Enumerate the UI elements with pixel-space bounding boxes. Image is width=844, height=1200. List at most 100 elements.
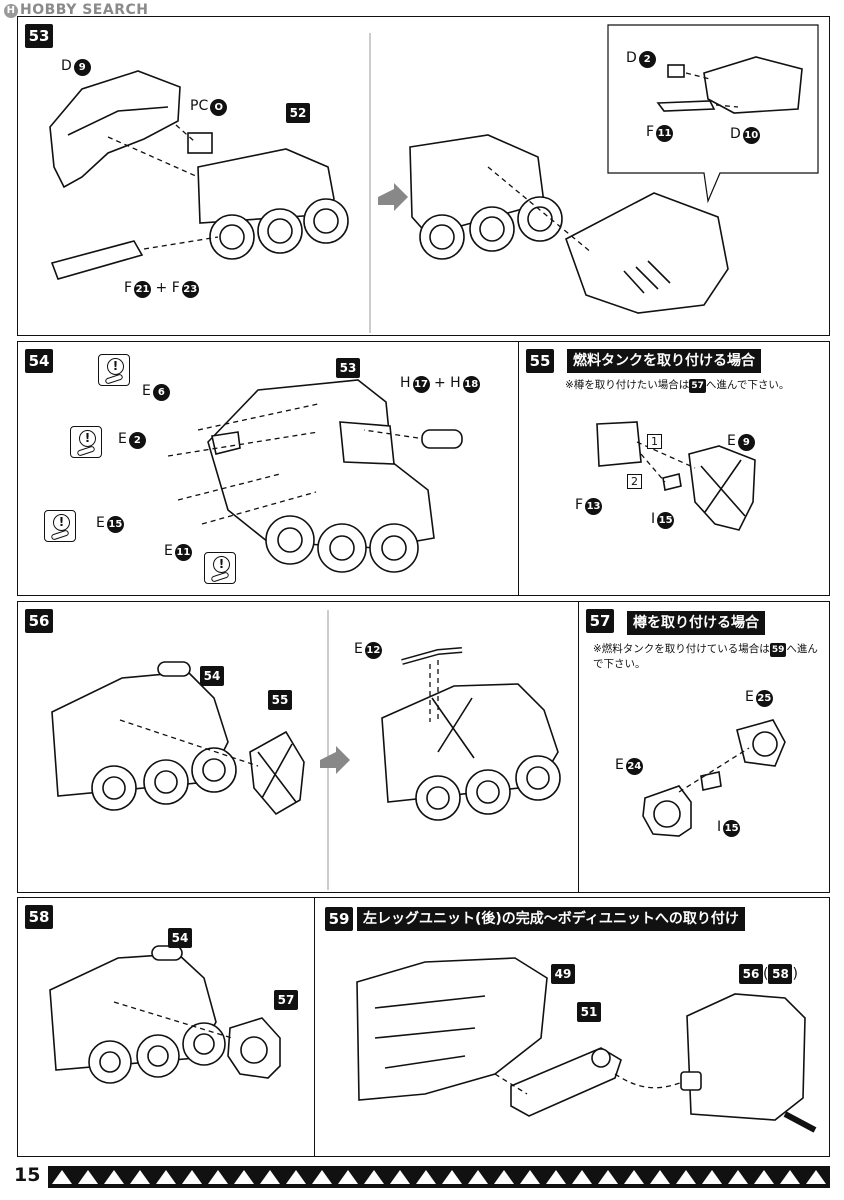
- step-55-number: 55: [526, 349, 554, 373]
- step-56-number: 56: [25, 609, 53, 633]
- step-58-illustration: [49, 945, 281, 1084]
- part-number-15: 15: [657, 512, 675, 529]
- step-53-illustration: [49, 24, 819, 333]
- part-number-24: 24: [625, 758, 643, 775]
- runner-f: F: [124, 280, 133, 296]
- part-number-9: 9: [737, 434, 755, 451]
- step-57-number: 57: [586, 609, 614, 633]
- part-number-2: 2: [128, 432, 146, 449]
- step-55-title: 燃料タンクを取り付ける場合: [567, 349, 761, 373]
- step-57-illustration: [642, 719, 786, 837]
- ref-step-52: 52: [286, 103, 310, 123]
- runner-i: I: [651, 511, 656, 527]
- caution-icon: !: [204, 552, 236, 584]
- runner-e: E: [142, 383, 151, 399]
- hand-icon: [210, 571, 230, 583]
- ref-step-53: 53: [336, 358, 360, 378]
- step-56-illustration: [51, 610, 561, 890]
- part-number-21: 21: [134, 281, 152, 298]
- note-text: へ進んで下さい。: [705, 379, 790, 391]
- part-number-11: 11: [174, 544, 192, 561]
- step-54-number: 54: [25, 349, 53, 373]
- watermark-text: HOBBY SEARCH: [20, 2, 149, 18]
- paren-close: ): [792, 966, 798, 982]
- step-59-illustration: [356, 957, 817, 1133]
- part-number-17: 17: [412, 376, 430, 393]
- hand-icon: [104, 373, 124, 385]
- ref-step-58: 58: [768, 964, 793, 984]
- ref-step-55: 55: [268, 690, 292, 710]
- order-box-2: 2: [627, 474, 642, 489]
- footer-tread-band: [48, 1166, 830, 1188]
- runner-e: E: [354, 641, 363, 657]
- plus-sign: +: [433, 375, 446, 391]
- part-number-6: 6: [152, 384, 170, 401]
- step-58-number: 58: [25, 905, 53, 929]
- paren-open: (: [763, 966, 769, 982]
- runner-e: E: [96, 515, 105, 531]
- exclamation-icon: !: [79, 430, 96, 447]
- runner-e: E: [164, 543, 173, 559]
- exclamation-icon: !: [107, 358, 124, 375]
- caution-icon: !: [98, 354, 130, 386]
- hand-icon: [76, 445, 96, 457]
- ref-step-56: 56: [739, 964, 763, 984]
- part-number-15: 15: [106, 516, 124, 533]
- runner-d: D: [61, 58, 72, 74]
- step-59-panel: 59 左レッグユニット(後)の完成～ボディユニットへの取り付け 49 51 56…: [314, 897, 830, 1157]
- step-57-title: 樽を取り付ける場合: [627, 611, 765, 635]
- step-58-panel: 58 54 57: [17, 897, 315, 1157]
- hand-icon: [50, 529, 70, 541]
- step-53-number: 53: [25, 24, 53, 48]
- exclamation-icon: !: [213, 556, 230, 573]
- caution-icon: !: [70, 426, 102, 458]
- runner-e: E: [727, 433, 736, 449]
- runner-e: E: [615, 757, 624, 773]
- part-number-13: 13: [585, 498, 603, 515]
- runner-f: F: [171, 280, 180, 296]
- ref-step-56-58: 56(58): [739, 964, 798, 984]
- ref-step-57: 57: [689, 379, 706, 393]
- ref-step-57: 57: [274, 990, 298, 1010]
- runner-pc: PC: [190, 98, 209, 114]
- runner-e: E: [745, 689, 754, 705]
- part-number-o: O: [210, 99, 228, 116]
- part-number-12: 12: [364, 642, 382, 659]
- part-number-9: 9: [73, 59, 91, 76]
- ref-step-54: 54: [200, 666, 224, 686]
- plus-sign: +: [155, 280, 168, 296]
- ref-step-54: 54: [168, 928, 192, 948]
- page-number: 15: [14, 1164, 41, 1186]
- part-number-18: 18: [462, 376, 480, 393]
- exclamation-icon: !: [53, 514, 70, 531]
- part-number-23: 23: [181, 281, 199, 298]
- part-number-25: 25: [755, 690, 773, 707]
- runner-h: H: [400, 375, 411, 391]
- runner-f: F: [646, 124, 655, 140]
- step-59-title: 左レッグユニット(後)の完成～ボディユニットへの取り付け: [357, 907, 745, 931]
- step-59-number: 59: [325, 907, 353, 931]
- caution-icon: !: [44, 510, 76, 542]
- runner-e: E: [118, 431, 127, 447]
